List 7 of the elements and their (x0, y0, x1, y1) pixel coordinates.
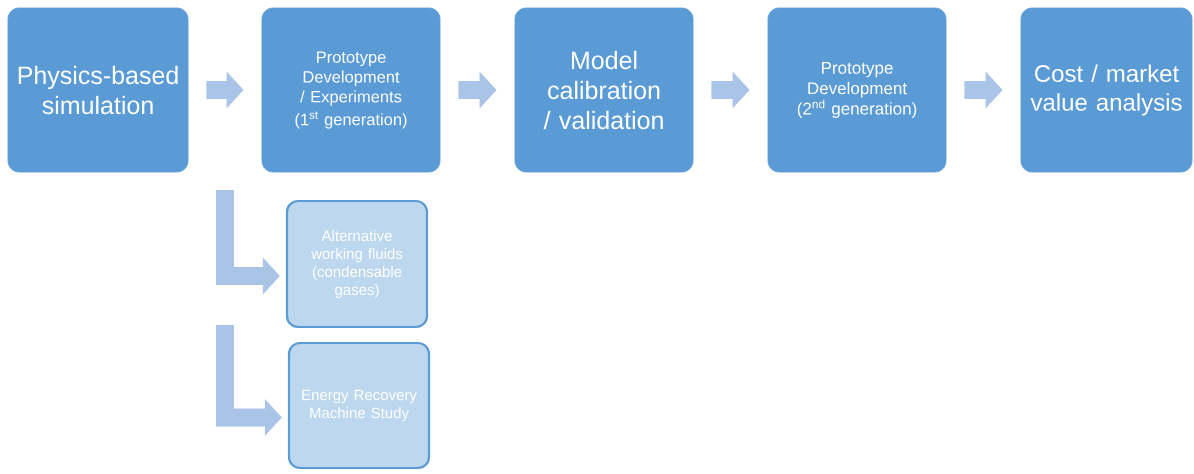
process-box: Physics-based simulation (7, 7, 189, 173)
process-box: Prototype Development (2$^{nd}$ generation) (767, 7, 947, 173)
process-box: Model calibration / validation (514, 7, 694, 173)
process-box: Prototype Development / Experiments (1$^{st}$ generation) (261, 7, 441, 173)
sub-process-box: Alternative working fluids (condensable gases) (285, 199, 429, 329)
sub-process-box: Energy Recovery Machine Study (287, 341, 431, 470)
process-box: Cost / market value analysis (1020, 7, 1193, 173)
